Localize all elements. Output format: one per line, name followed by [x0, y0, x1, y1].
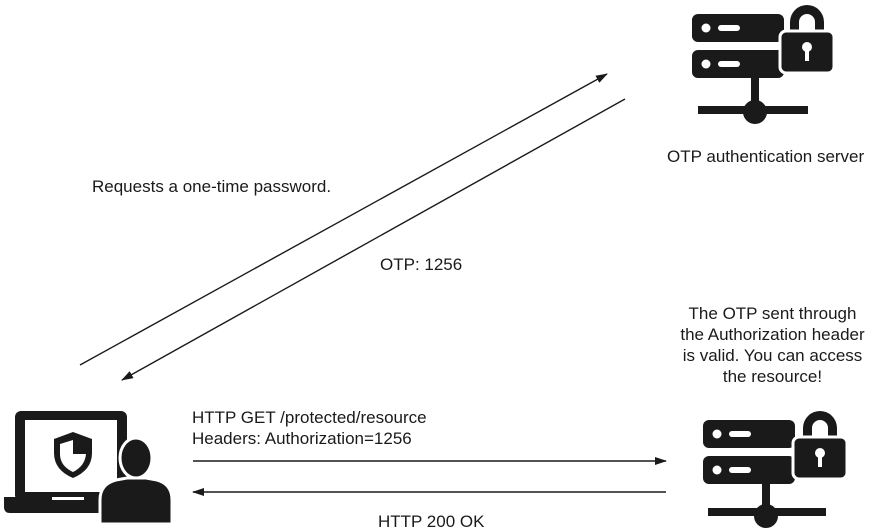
client-laptop-icon: [4, 411, 174, 526]
otp-server-label: OTP authentication server: [667, 147, 865, 166]
shield-icon: [54, 432, 92, 478]
validation-message-line: the resource!: [722, 367, 823, 386]
http-request-line: HTTP GET /protected/resource: [192, 408, 427, 427]
resource-server-icon: [703, 409, 849, 528]
otp-response-label: OTP: 1256: [380, 255, 463, 274]
validation-message-line: is valid. You can access: [682, 346, 863, 365]
otp-server-icon: [692, 3, 836, 124]
validation-message: The OTP sent through the Authorization h…: [660, 303, 885, 387]
otp-response-arrow: [121, 98, 626, 381]
user-icon: [98, 436, 174, 526]
validation-message-line: The OTP sent through: [688, 304, 857, 323]
http-response-label: HTTP 200 OK: [378, 512, 485, 531]
request-otp-arrow: [79, 73, 608, 366]
http-headers-line: Headers: Authorization=1256: [192, 429, 412, 448]
validation-message-line: the Authorization header: [680, 325, 865, 344]
request-otp-label: Requests a one-time password.: [92, 177, 332, 196]
http-request-label: HTTP GET /protected/resource Headers: Au…: [192, 407, 427, 449]
